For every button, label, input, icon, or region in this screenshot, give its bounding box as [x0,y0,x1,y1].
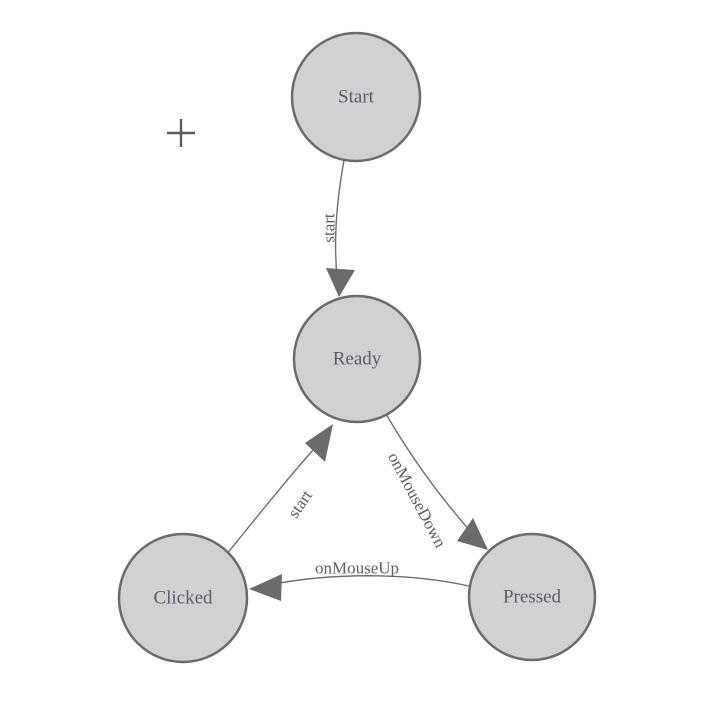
edge-path-clicked-to-ready[interactable] [225,439,323,556]
edge-label-ready-to-pressed: onMouseDown [384,449,450,551]
node-circle-pressed[interactable] [467,532,597,662]
edge-label-clicked-to-ready: start [284,486,316,521]
node-circle-clicked[interactable] [117,532,249,664]
edge-start-to-ready[interactable]: start [320,159,356,297]
edge-label-pressed-to-clicked: onMouseUp [315,559,399,578]
node-label-pressed: Pressed [503,587,562,608]
nodes-layer: Start Ready Clicked Pressed [117,31,597,664]
node-pressed[interactable]: Pressed [467,532,597,662]
node-ready[interactable]: Ready [292,294,422,424]
edge-label-start-to-ready: start [320,213,339,243]
node-label-start: Start [338,87,375,108]
arrowhead-start-to-ready [326,268,355,297]
node-start[interactable]: Start [290,31,422,163]
arrowhead-pressed-to-clicked [249,574,282,601]
plus-icon[interactable] [167,119,195,147]
node-circle-ready[interactable] [292,294,422,424]
edge-pressed-to-clicked[interactable]: onMouseUp [249,559,470,602]
node-circle-start[interactable] [290,31,422,163]
node-clicked[interactable]: Clicked [117,532,249,664]
node-label-clicked: Clicked [153,588,213,609]
edge-ready-to-pressed[interactable]: onMouseDown [384,413,488,551]
arrowhead-clicked-to-ready [305,424,333,462]
edge-path-pressed-to-clicked[interactable] [267,575,470,587]
node-label-ready: Ready [333,349,382,370]
arrowhead-ready-to-pressed [457,518,488,550]
edge-clicked-to-ready[interactable]: start [225,424,333,556]
